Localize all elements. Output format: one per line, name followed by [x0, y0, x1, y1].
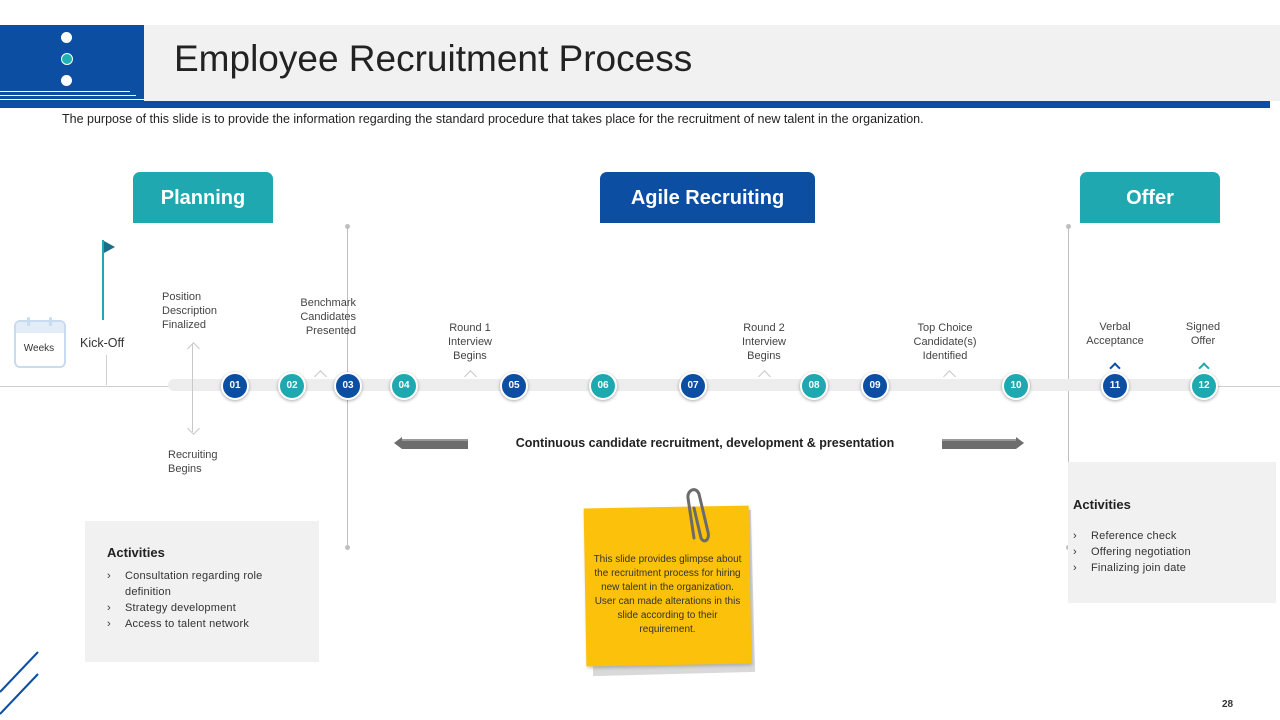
phase-offer: Offer	[1080, 172, 1220, 223]
divider-dot	[345, 545, 350, 550]
milestone-signed-offer: Signed Offer	[1185, 321, 1221, 347]
week-node-05: 05	[500, 372, 528, 400]
list-item: ›Offering negotiation	[1073, 546, 1191, 558]
week-node-01: 01	[221, 372, 249, 400]
week-node-06: 06	[589, 372, 617, 400]
activities-heading: Activities	[1073, 497, 1131, 512]
list-item: ›Reference check	[1073, 530, 1177, 542]
arrow-left-icon	[394, 437, 468, 449]
header-logo-block	[0, 25, 144, 101]
double-arrow-icon	[192, 344, 193, 432]
header-rule	[0, 101, 1270, 108]
week-node-07: 07	[679, 372, 707, 400]
page-number: 28	[1222, 699, 1234, 710]
arrow-right-icon	[942, 437, 1024, 449]
planning-activities-box: Activities ›Consultation regarding role …	[85, 521, 319, 662]
paperclip-icon	[686, 488, 710, 543]
week-node-03: 03	[334, 372, 362, 400]
page-title: Employee Recruitment Process	[174, 38, 693, 79]
dot-icon	[61, 75, 72, 86]
calendar-icon	[14, 317, 66, 368]
phase-planning: Planning	[133, 172, 273, 223]
milestone-recruiting-begins: Recruiting Begins	[168, 449, 218, 475]
week-node-04: 04	[390, 372, 418, 400]
milestone-position-description: Position Description Finalized	[162, 291, 218, 331]
week-node-12: 12	[1190, 372, 1218, 400]
page-subtitle: The purpose of this slide is to provide …	[62, 112, 924, 126]
week-node-02: 02	[278, 372, 306, 400]
list-item: ›Finalizing join date	[1073, 562, 1187, 574]
phase-agile-recruiting: Agile Recruiting	[600, 172, 815, 223]
arrow-up-icon	[187, 342, 200, 355]
milestone-round2: Round 2 Interview Begins	[741, 322, 787, 362]
arrow-down-icon	[187, 422, 200, 435]
week-node-09: 09	[861, 372, 889, 400]
kickoff-label: Kick-Off	[80, 336, 125, 350]
sticky-note-text: This slide provides glimpse about the re…	[593, 554, 742, 635]
decorative-slash-icon	[0, 651, 39, 715]
milestone-verbal-acceptance: Verbal Acceptance	[1086, 321, 1144, 347]
offer-activities-box: Activities ›Reference check ›Offering ne…	[1068, 462, 1276, 603]
flag-icon	[104, 241, 115, 253]
divider-dot	[345, 224, 350, 229]
week-node-08: 08	[800, 372, 828, 400]
list-item: ›Access to talent network	[107, 618, 250, 630]
milestone-round1: Round 1 Interview Begins	[447, 322, 493, 362]
week-node-10: 10	[1002, 372, 1030, 400]
kickoff-line	[106, 355, 107, 385]
activities-heading: Activities	[107, 545, 165, 560]
calendar-label: Weeks	[23, 343, 55, 354]
list-item: ›Consultation regarding role definition	[107, 570, 263, 598]
continuous-recruitment-label: Continuous candidate recruitment, develo…	[515, 436, 895, 450]
list-item: ›Strategy development	[107, 602, 237, 614]
week-node-11: 11	[1101, 372, 1129, 400]
header-band	[144, 25, 1280, 101]
dot-icon	[61, 53, 73, 65]
divider-dot	[1066, 224, 1071, 229]
flag-icon	[102, 240, 104, 320]
dot-icon	[61, 32, 72, 43]
milestone-benchmark: Benchmark Candidates Presented	[300, 297, 356, 337]
milestone-top-choice: Top Choice Candidate(s) Identified	[913, 322, 977, 362]
